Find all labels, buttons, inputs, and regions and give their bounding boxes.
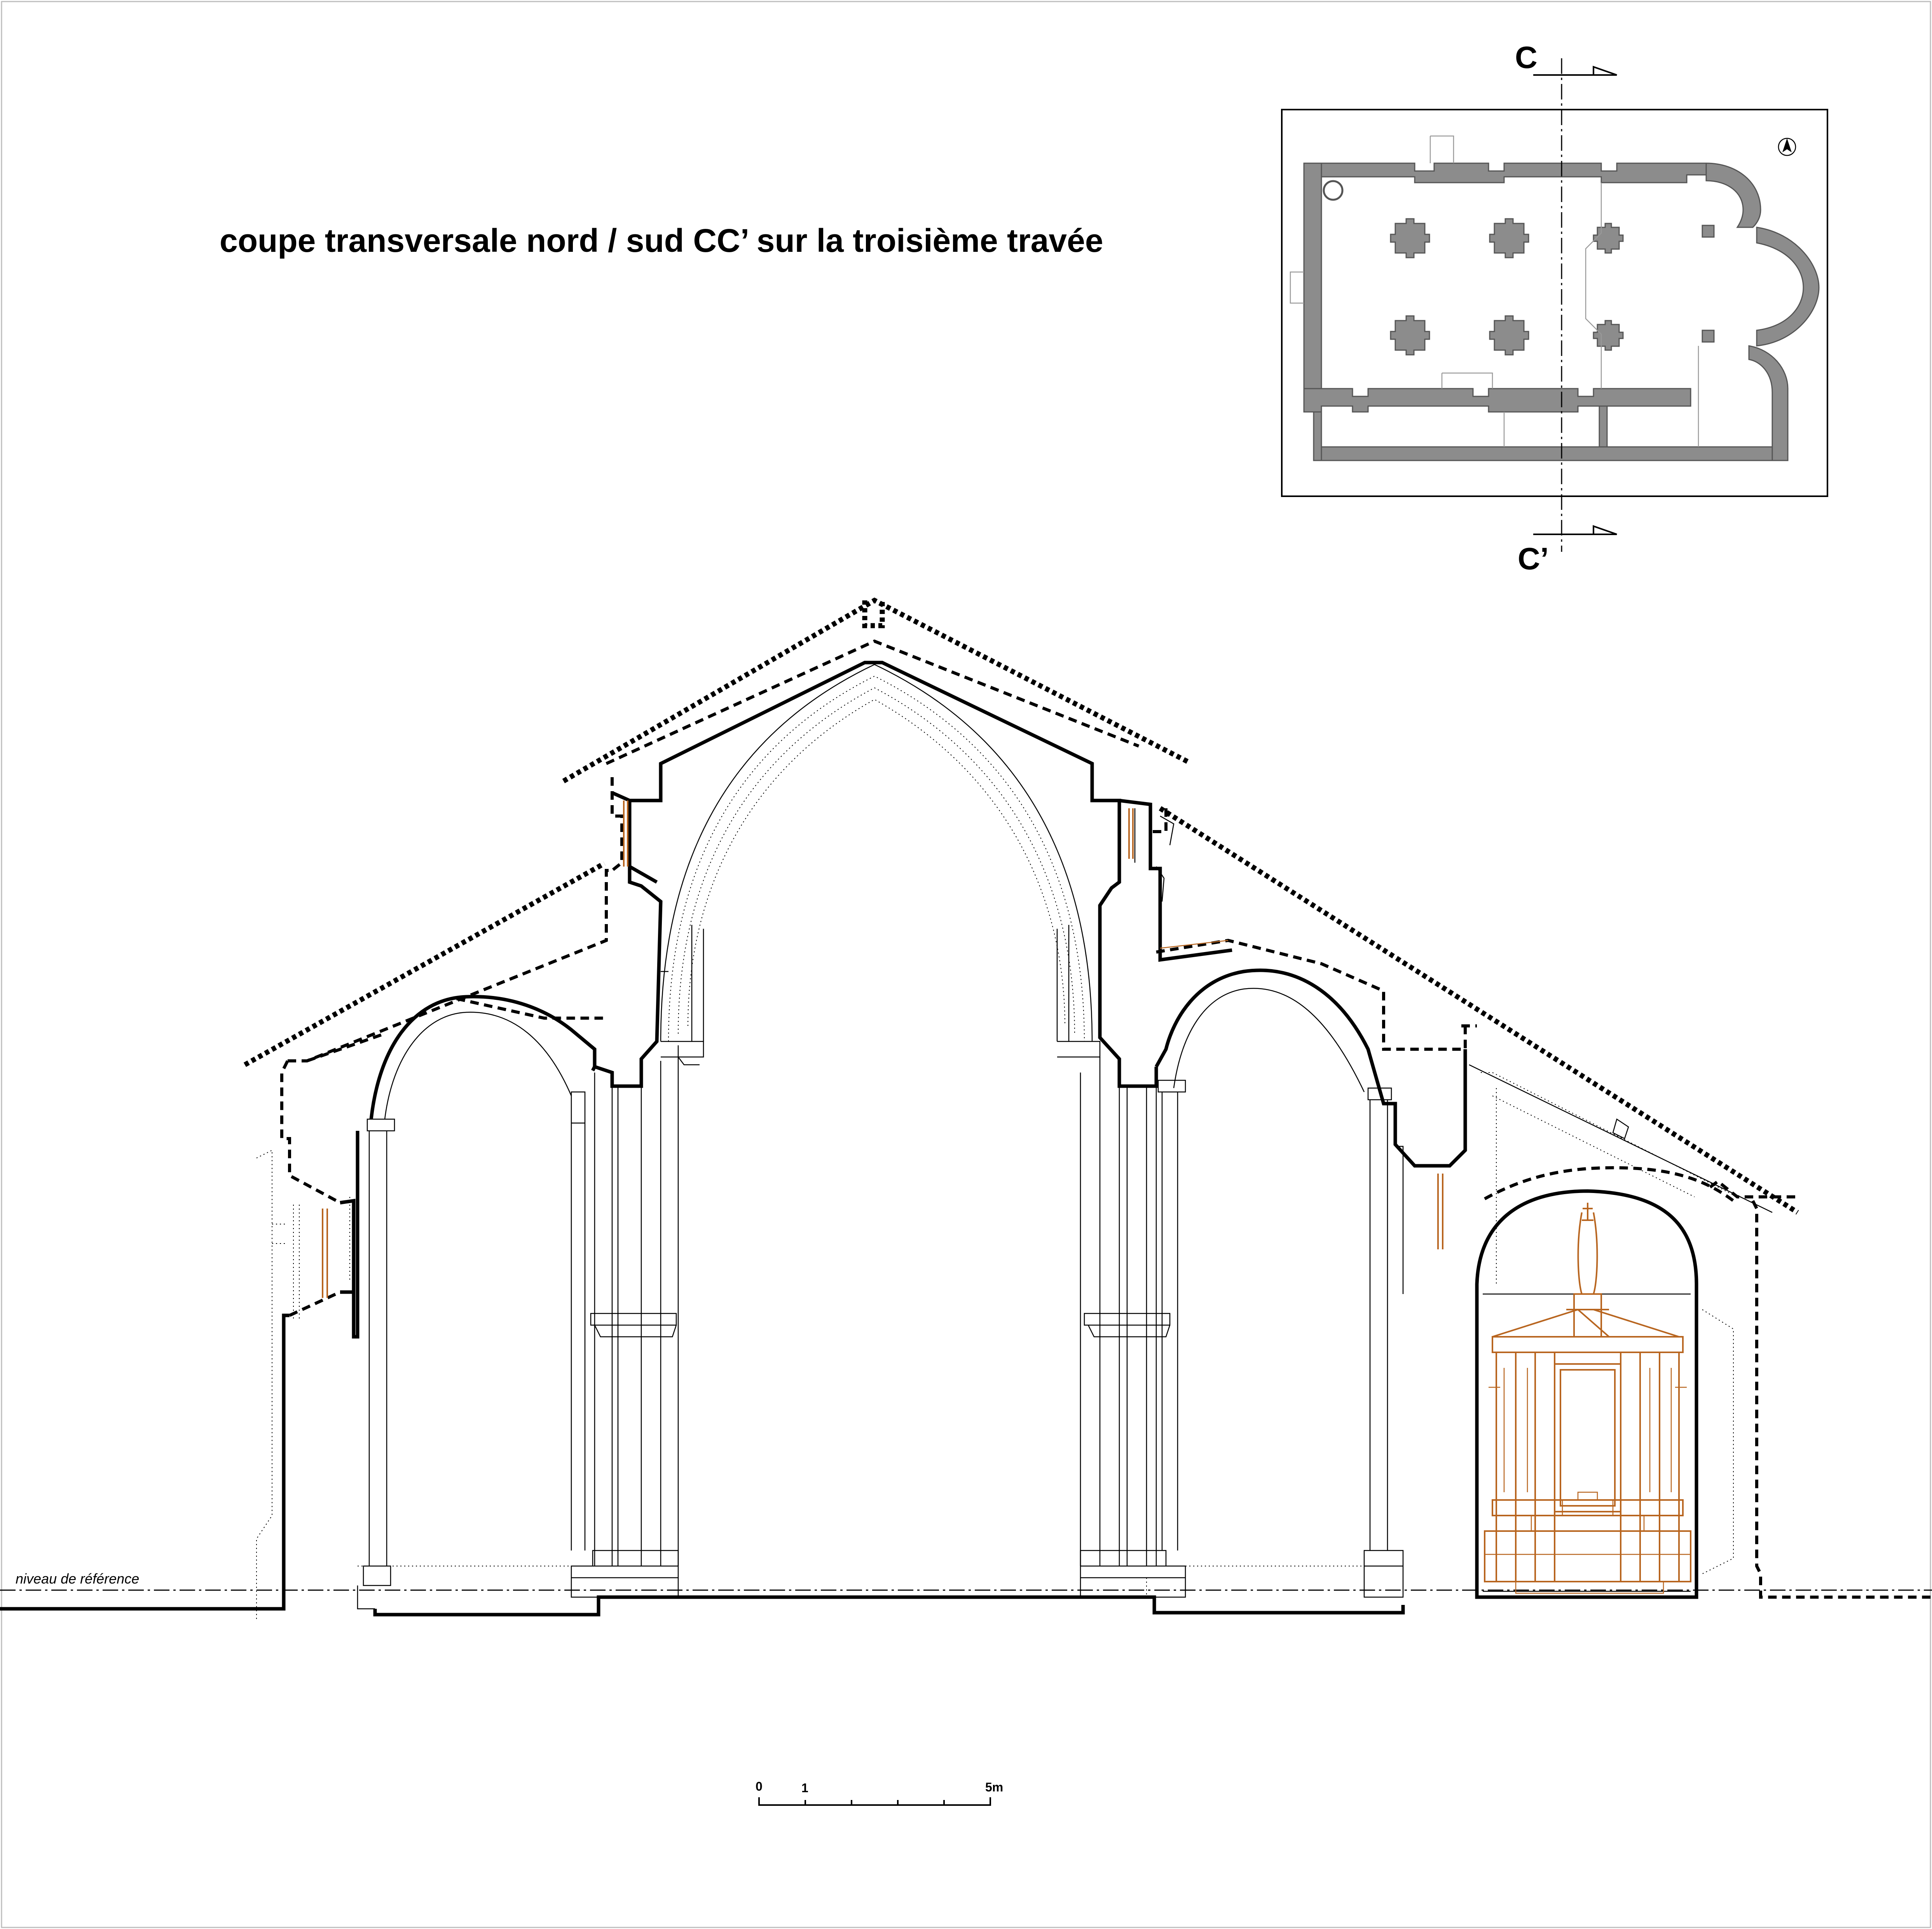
north-outer-dotted [256, 1149, 350, 1620]
nave-floor-dotted [358, 1566, 1368, 1597]
north-ground [0, 1313, 290, 1611]
plan-thin-lines [1290, 135, 1699, 447]
scale-bar-line [758, 1797, 991, 1806]
scale-label-max: 5m [985, 1780, 1003, 1794]
roof-ridge-post [862, 600, 885, 628]
nave-piers [363, 925, 1404, 1598]
scale-bar-ticks [805, 1800, 945, 1805]
north-aisle-vault-inner [384, 1012, 572, 1120]
key-plan-frame [1281, 109, 1828, 497]
scale-bar: 0 1 5m [756, 1779, 1003, 1806]
plan-choir-apse [1756, 227, 1820, 347]
altarpiece [1484, 1203, 1691, 1594]
south-chapel-wall [1475, 1189, 1698, 1599]
key-plan: C C’ [1281, 40, 1828, 576]
north-clerestory-window [611, 791, 658, 884]
plan-aisle-partition [1599, 405, 1608, 448]
north-aisle-window [322, 1209, 328, 1298]
nave-vault-rib-2 [678, 687, 1075, 1034]
south-clerestory-glass [1128, 808, 1134, 859]
clerestory-north-dashed [611, 777, 623, 872]
roof-nave [562, 597, 1190, 783]
south-outer-wall-dashed [1751, 1200, 1932, 1599]
north-arrow-icon [1778, 138, 1796, 156]
north-outer-wall-dashed [280, 1060, 341, 1317]
plan-apse [1705, 162, 1761, 228]
south-aisle-window [1437, 1174, 1443, 1249]
north-aisle-floor-thin [357, 1585, 375, 1610]
south-aisle-vault-inner [1173, 988, 1365, 1092]
drawing-title: coupe transversale nord / sud CC’ sur la… [220, 222, 1103, 259]
north-aisle-vault [369, 995, 597, 1120]
cross-section: niveau de référence [0, 597, 1932, 1620]
plan-stair [1323, 180, 1344, 201]
section-marker-top [1533, 66, 1617, 76]
reference-level-label: niveau de référence [16, 1571, 139, 1587]
plan-north-wall [1303, 162, 1707, 183]
roof-north-aisle [243, 861, 606, 1067]
scale-label-zero: 0 [756, 1779, 763, 1793]
north-aisle-extrados [288, 869, 612, 1062]
scale-label-one: 1 [801, 1781, 808, 1795]
north-clerestory-glass [623, 801, 628, 867]
section-label-top: C [1515, 40, 1538, 75]
south-roof-beam [1469, 1064, 1773, 1213]
north-nave-wall [594, 661, 1467, 1168]
south-outer-dotted [1481, 1072, 1738, 1574]
south-aisle-extrados [1150, 808, 1798, 1202]
north-aisle-outer-wall [340, 1131, 360, 1339]
nave-vault-rib-3 [688, 699, 1065, 1026]
plan-south-wall [1303, 388, 1691, 413]
roof-south-aisle [1159, 806, 1799, 1215]
plan-aisle-wall [1313, 446, 1773, 461]
plan-pillars [1390, 218, 1715, 356]
plan-west-wall [1303, 162, 1322, 389]
south-clerestory [1119, 799, 1232, 962]
nave-vault-rib-outer [660, 664, 1093, 1042]
section-label-bottom: C’ [1518, 541, 1549, 576]
plan-aisle-west [1313, 411, 1322, 461]
nave-vault-rib-inner [668, 675, 1085, 1042]
section-marker-bottom [1533, 525, 1617, 535]
nave-extrados [606, 639, 1140, 765]
plan-south-apse [1748, 345, 1789, 461]
south-clerestory-sill [1160, 940, 1229, 949]
south-clerestory-thin [1134, 808, 1175, 902]
nave-floor [373, 1595, 1405, 1617]
